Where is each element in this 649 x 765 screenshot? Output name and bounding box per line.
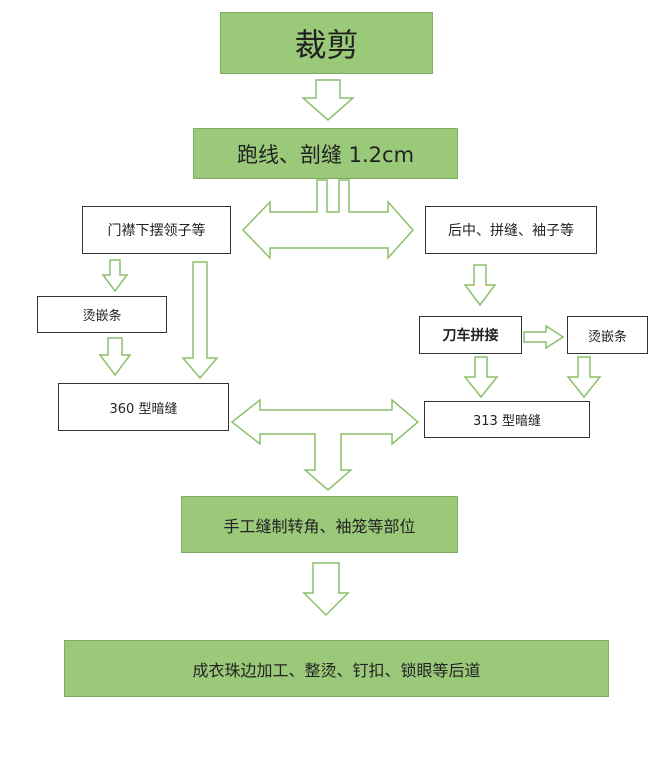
arrow-left-parts-to-press (101, 259, 129, 293)
node-knife-join-label: 刀车拼接 (442, 328, 499, 344)
node-left-parts-label: 门襟下摆领子等 (107, 223, 206, 239)
arrow-merge-to-hand-sew (230, 398, 420, 491)
node-press-strip-left: 烫嵌条 (37, 296, 167, 333)
node-finishing: 成衣珠边加工、整烫、钉扣、锁眼等后道 (64, 640, 609, 697)
arrow-left-parts-to-360 (181, 261, 219, 380)
arrow-split-from-serge (241, 179, 415, 260)
node-finishing-label: 成衣珠边加工、整烫、钉扣、锁眼等后道 (192, 660, 481, 680)
node-seam-313-label: 313 型暗缝 (473, 414, 541, 429)
node-cut: 裁剪 (220, 12, 433, 74)
node-seam-360-label: 360 型暗缝 (109, 401, 178, 417)
node-hand-sew-label: 手工缝制转角、袖笼等部位 (223, 516, 416, 536)
node-right-parts: 后中、拼缝、袖子等 (425, 206, 597, 254)
arrow-knife-to-313 (463, 356, 499, 399)
arrow-knife-to-press (523, 324, 565, 350)
node-hand-sew: 手工缝制转角、袖笼等部位 (181, 496, 458, 553)
arrow-press-right-to-313 (566, 356, 602, 399)
node-right-parts-label: 后中、拼缝、袖子等 (448, 223, 574, 239)
arrow-press-to-360 (98, 337, 132, 377)
node-knife-join: 刀车拼接 (419, 316, 522, 354)
arrow-cut-to-serge (301, 79, 355, 121)
node-seam-313: 313 型暗缝 (424, 401, 590, 438)
node-left-parts: 门襟下摆领子等 (82, 206, 231, 254)
arrow-right-parts-to-knife (463, 264, 497, 307)
arrow-hand-sew-to-finishing (302, 562, 350, 617)
node-press-strip-right-label: 烫嵌条 (587, 329, 627, 345)
node-seam-360: 360 型暗缝 (58, 383, 229, 431)
node-cut-label: 裁剪 (294, 26, 359, 64)
node-serge-label: 跑线、剖缝 1.2cm (236, 142, 415, 167)
node-serge: 跑线、剖缝 1.2cm (193, 128, 458, 179)
node-press-strip-right: 烫嵌条 (567, 316, 648, 354)
node-press-strip-left-label: 烫嵌条 (82, 309, 122, 324)
